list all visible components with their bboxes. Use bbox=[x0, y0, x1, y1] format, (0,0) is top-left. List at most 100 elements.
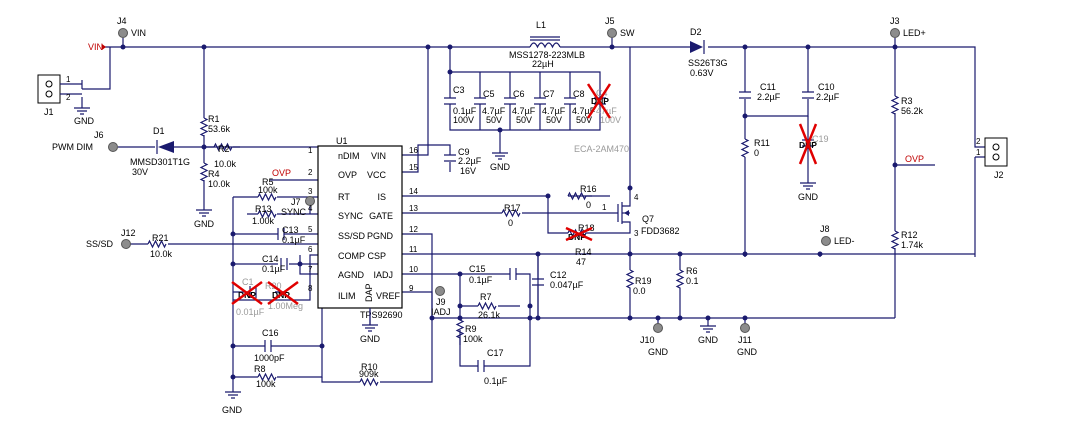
resistor-r6: R6 0.1 bbox=[675, 266, 699, 292]
svg-text:J12: J12 bbox=[121, 228, 136, 238]
svg-text:0.0: 0.0 bbox=[633, 286, 646, 296]
ovp-net-label: OVP bbox=[272, 168, 291, 178]
capacitor-c19-dnp: C19 DNP bbox=[798, 123, 829, 165]
svg-text:GND: GND bbox=[194, 219, 215, 229]
junctions bbox=[120, 44, 898, 380]
svg-text:GND: GND bbox=[648, 347, 669, 357]
svg-text:0.1: 0.1 bbox=[686, 276, 699, 286]
svg-text:100V: 100V bbox=[600, 115, 621, 125]
svg-text:GND: GND bbox=[490, 162, 511, 172]
testpoint-j6: J6 PWM DIM bbox=[52, 130, 118, 152]
svg-text:C7: C7 bbox=[543, 89, 555, 99]
svg-text:L1: L1 bbox=[536, 20, 546, 30]
svg-text:C12: C12 bbox=[550, 270, 567, 280]
testpoint-j5: J5 SW bbox=[605, 16, 635, 38]
resistor-r2: R2 10.0k bbox=[213, 142, 237, 169]
svg-text:R18: R18 bbox=[578, 223, 595, 233]
svg-text:C19: C19 bbox=[812, 134, 829, 144]
ground-symbols: GND GND GND GND GND GND bbox=[194, 152, 819, 415]
svg-text:LED-: LED- bbox=[834, 236, 855, 246]
svg-text:2: 2 bbox=[308, 168, 313, 177]
j1-ref: J1 bbox=[44, 107, 54, 117]
svg-text:10.0k: 10.0k bbox=[150, 249, 173, 259]
svg-text:13: 13 bbox=[409, 204, 418, 213]
resistor-r13: R13 1.00k bbox=[252, 204, 277, 226]
svg-text:R21: R21 bbox=[152, 233, 169, 243]
resistor-r21: R21 10.0k bbox=[147, 233, 173, 259]
svg-text:56.2k: 56.2k bbox=[901, 106, 924, 116]
vin-net-label: VIN bbox=[88, 42, 103, 52]
capacitor-c10: C10 2.2µF bbox=[802, 82, 840, 102]
capacitor-c12: C12 0.047µF bbox=[532, 270, 584, 290]
svg-text:DNP: DNP bbox=[568, 232, 586, 242]
svg-text:R14: R14 bbox=[575, 247, 592, 257]
svg-text:0.1µF: 0.1µF bbox=[484, 376, 508, 386]
svg-text:PWM DIM: PWM DIM bbox=[52, 142, 93, 152]
svg-text:0.01µF: 0.01µF bbox=[236, 307, 265, 317]
svg-text:1000pF: 1000pF bbox=[254, 353, 285, 363]
resistor-r16: R16 0 bbox=[567, 184, 597, 210]
svg-text:J9: J9 bbox=[436, 297, 446, 307]
svg-text:C11: C11 bbox=[760, 82, 776, 92]
svg-text:4.7µF: 4.7µF bbox=[542, 106, 566, 116]
pin-name-vcc: VCC bbox=[367, 170, 387, 180]
svg-text:100k: 100k bbox=[256, 379, 276, 389]
pin-name-iadj: IADJ bbox=[373, 270, 393, 280]
svg-text:J6: J6 bbox=[94, 130, 104, 140]
svg-text:0.1µF: 0.1µF bbox=[282, 235, 306, 245]
resistor-r17: R17 0 bbox=[501, 203, 521, 228]
capacitor-c15: C15 0.1µF bbox=[469, 264, 521, 285]
svg-text:1: 1 bbox=[976, 148, 981, 157]
svg-text:Q7: Q7 bbox=[642, 214, 654, 224]
svg-text:2.2µF: 2.2µF bbox=[458, 156, 482, 166]
svg-text:D1: D1 bbox=[153, 126, 165, 136]
svg-text:R17: R17 bbox=[504, 203, 521, 213]
svg-text:14: 14 bbox=[409, 187, 418, 196]
ic-ref: U1 bbox=[336, 136, 348, 146]
svg-text:R1: R1 bbox=[208, 114, 220, 124]
pin-name-vin: VIN bbox=[371, 151, 386, 161]
svg-text:1: 1 bbox=[308, 146, 313, 155]
svg-text:FDD3682: FDD3682 bbox=[641, 226, 680, 236]
svg-text:0: 0 bbox=[586, 200, 591, 210]
pin-name-vref: VREF bbox=[376, 291, 401, 301]
svg-text:J7: J7 bbox=[291, 197, 301, 207]
capacitor-c1-dnp: C1 0.01µF DNP DNP bbox=[231, 277, 299, 317]
svg-text:DNP: DNP bbox=[238, 290, 256, 300]
svg-text:3: 3 bbox=[308, 187, 313, 196]
svg-text:R8: R8 bbox=[254, 364, 266, 374]
svg-text:1.74k: 1.74k bbox=[901, 240, 924, 250]
svg-text:1.00k: 1.00k bbox=[252, 216, 275, 226]
inductor-l1: L1 MSS1278-223MLB 22µH bbox=[509, 20, 585, 69]
svg-text:C15: C15 bbox=[469, 264, 486, 274]
j1-pin1-label: 1 bbox=[66, 75, 71, 84]
testpoint-j4: J4 VIN bbox=[117, 16, 146, 38]
svg-text:J10: J10 bbox=[640, 335, 655, 345]
svg-text:47: 47 bbox=[576, 257, 586, 267]
svg-text:J8: J8 bbox=[820, 224, 830, 234]
svg-text:R9: R9 bbox=[465, 324, 477, 334]
testpoint-j7: J7 SYNC bbox=[281, 196, 315, 217]
svg-text:R10: R10 bbox=[361, 362, 378, 372]
capacitor-c6: C6 4.7µF 50V bbox=[504, 89, 536, 125]
svg-text:26.1k: 26.1k bbox=[478, 310, 501, 320]
svg-text:15: 15 bbox=[409, 163, 418, 172]
testpoint-j11: J11 GND bbox=[737, 323, 758, 357]
svg-text:LED+: LED+ bbox=[903, 28, 926, 38]
capacitor-c16: C16 1000pF bbox=[254, 328, 285, 363]
svg-text:J5: J5 bbox=[605, 16, 615, 26]
svg-text:C5: C5 bbox=[483, 89, 495, 99]
svg-text:10: 10 bbox=[409, 265, 418, 274]
svg-text:R19: R19 bbox=[635, 276, 652, 286]
svg-text:R3: R3 bbox=[901, 96, 913, 106]
svg-text:C3: C3 bbox=[453, 85, 465, 95]
pin-name-ilim: ILIM bbox=[338, 291, 356, 301]
svg-text:SYNC: SYNC bbox=[281, 207, 307, 217]
capacitor-c13: C13 0.1µF bbox=[277, 225, 306, 245]
svg-text:GND: GND bbox=[698, 335, 719, 345]
svg-text:2.2µF: 2.2µF bbox=[757, 92, 781, 102]
svg-text:J11: J11 bbox=[738, 335, 752, 345]
capacitor-c17: C17 0.1µF bbox=[477, 348, 508, 386]
resistor-r8: R8 100k bbox=[254, 364, 277, 389]
resistor-r10: R10 909k bbox=[359, 362, 379, 387]
